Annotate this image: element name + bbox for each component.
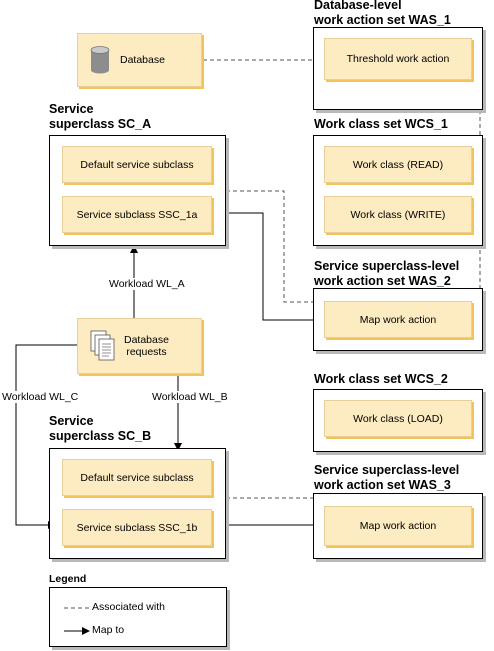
sc-b-default-subclass: Default service subclass: [62, 459, 212, 496]
wcs2-title: Work class set WCS_2: [314, 372, 448, 386]
legend-associated-label: Associated with: [92, 601, 165, 613]
work-class-read: Work class (READ): [324, 146, 472, 183]
was1-title: Database-level work action set WAS_1: [314, 0, 451, 27]
workload-wl-a-label: Workload WL_A: [108, 278, 186, 290]
database-icon: [90, 46, 110, 74]
legend-map-to-label: Map to: [92, 624, 125, 636]
sc-a-default-subclass: Default service subclass: [62, 146, 212, 183]
database-requests-box: Database requests: [77, 318, 202, 374]
threshold-work-action: Threshold work action: [324, 38, 472, 80]
was2-container: Map work action: [313, 288, 483, 351]
sc-b-title: Service superclass SC_B: [49, 414, 152, 443]
legend-box: Associated with Map to: [49, 587, 227, 647]
work-class-load: Work class (LOAD): [324, 400, 472, 437]
was3-map-work-action: Map work action: [324, 506, 472, 546]
sc-a-subclass-ssc1a: Service subclass SSC_1a: [62, 196, 212, 233]
workload-wl-c-label: Workload WL_C: [1, 391, 80, 403]
was3-title: Service superclass-level work action set…: [314, 463, 460, 492]
database-requests-label: Database requests: [124, 334, 169, 358]
workload-wl-b-label: Workload WL_B: [151, 391, 229, 403]
was1-container: Threshold work action: [313, 27, 483, 110]
wcs2-container: Work class (LOAD): [313, 389, 483, 452]
map-wl-c: [15, 344, 78, 529]
was2-title: Service superclass-level work action set…: [314, 259, 460, 288]
database-box: Database: [77, 33, 202, 87]
sc-b-container: Default service subclass Service subclas…: [49, 448, 226, 559]
documents-icon: [90, 330, 116, 362]
map-was2-ssc1a: [216, 209, 324, 321]
assoc-sca-was2: [226, 190, 313, 303]
database-label: Database: [120, 54, 165, 66]
work-class-write: Work class (WRITE): [324, 196, 472, 233]
sc-a-title: Service superclass SC_A: [49, 102, 152, 131]
sc-b-subclass-ssc1b: Service subclass SSC_1b: [62, 509, 212, 546]
was3-container: Map work action: [313, 493, 483, 559]
sc-a-container: Default service subclass Service subclas…: [49, 135, 226, 246]
was2-map-work-action: Map work action: [324, 301, 472, 338]
legend-title: Legend: [49, 573, 87, 585]
wcs1-title: Work class set WCS_1: [314, 117, 448, 131]
legend-swatches: [64, 607, 91, 635]
wcs1-container: Work class (READ) Work class (WRITE): [313, 135, 483, 246]
